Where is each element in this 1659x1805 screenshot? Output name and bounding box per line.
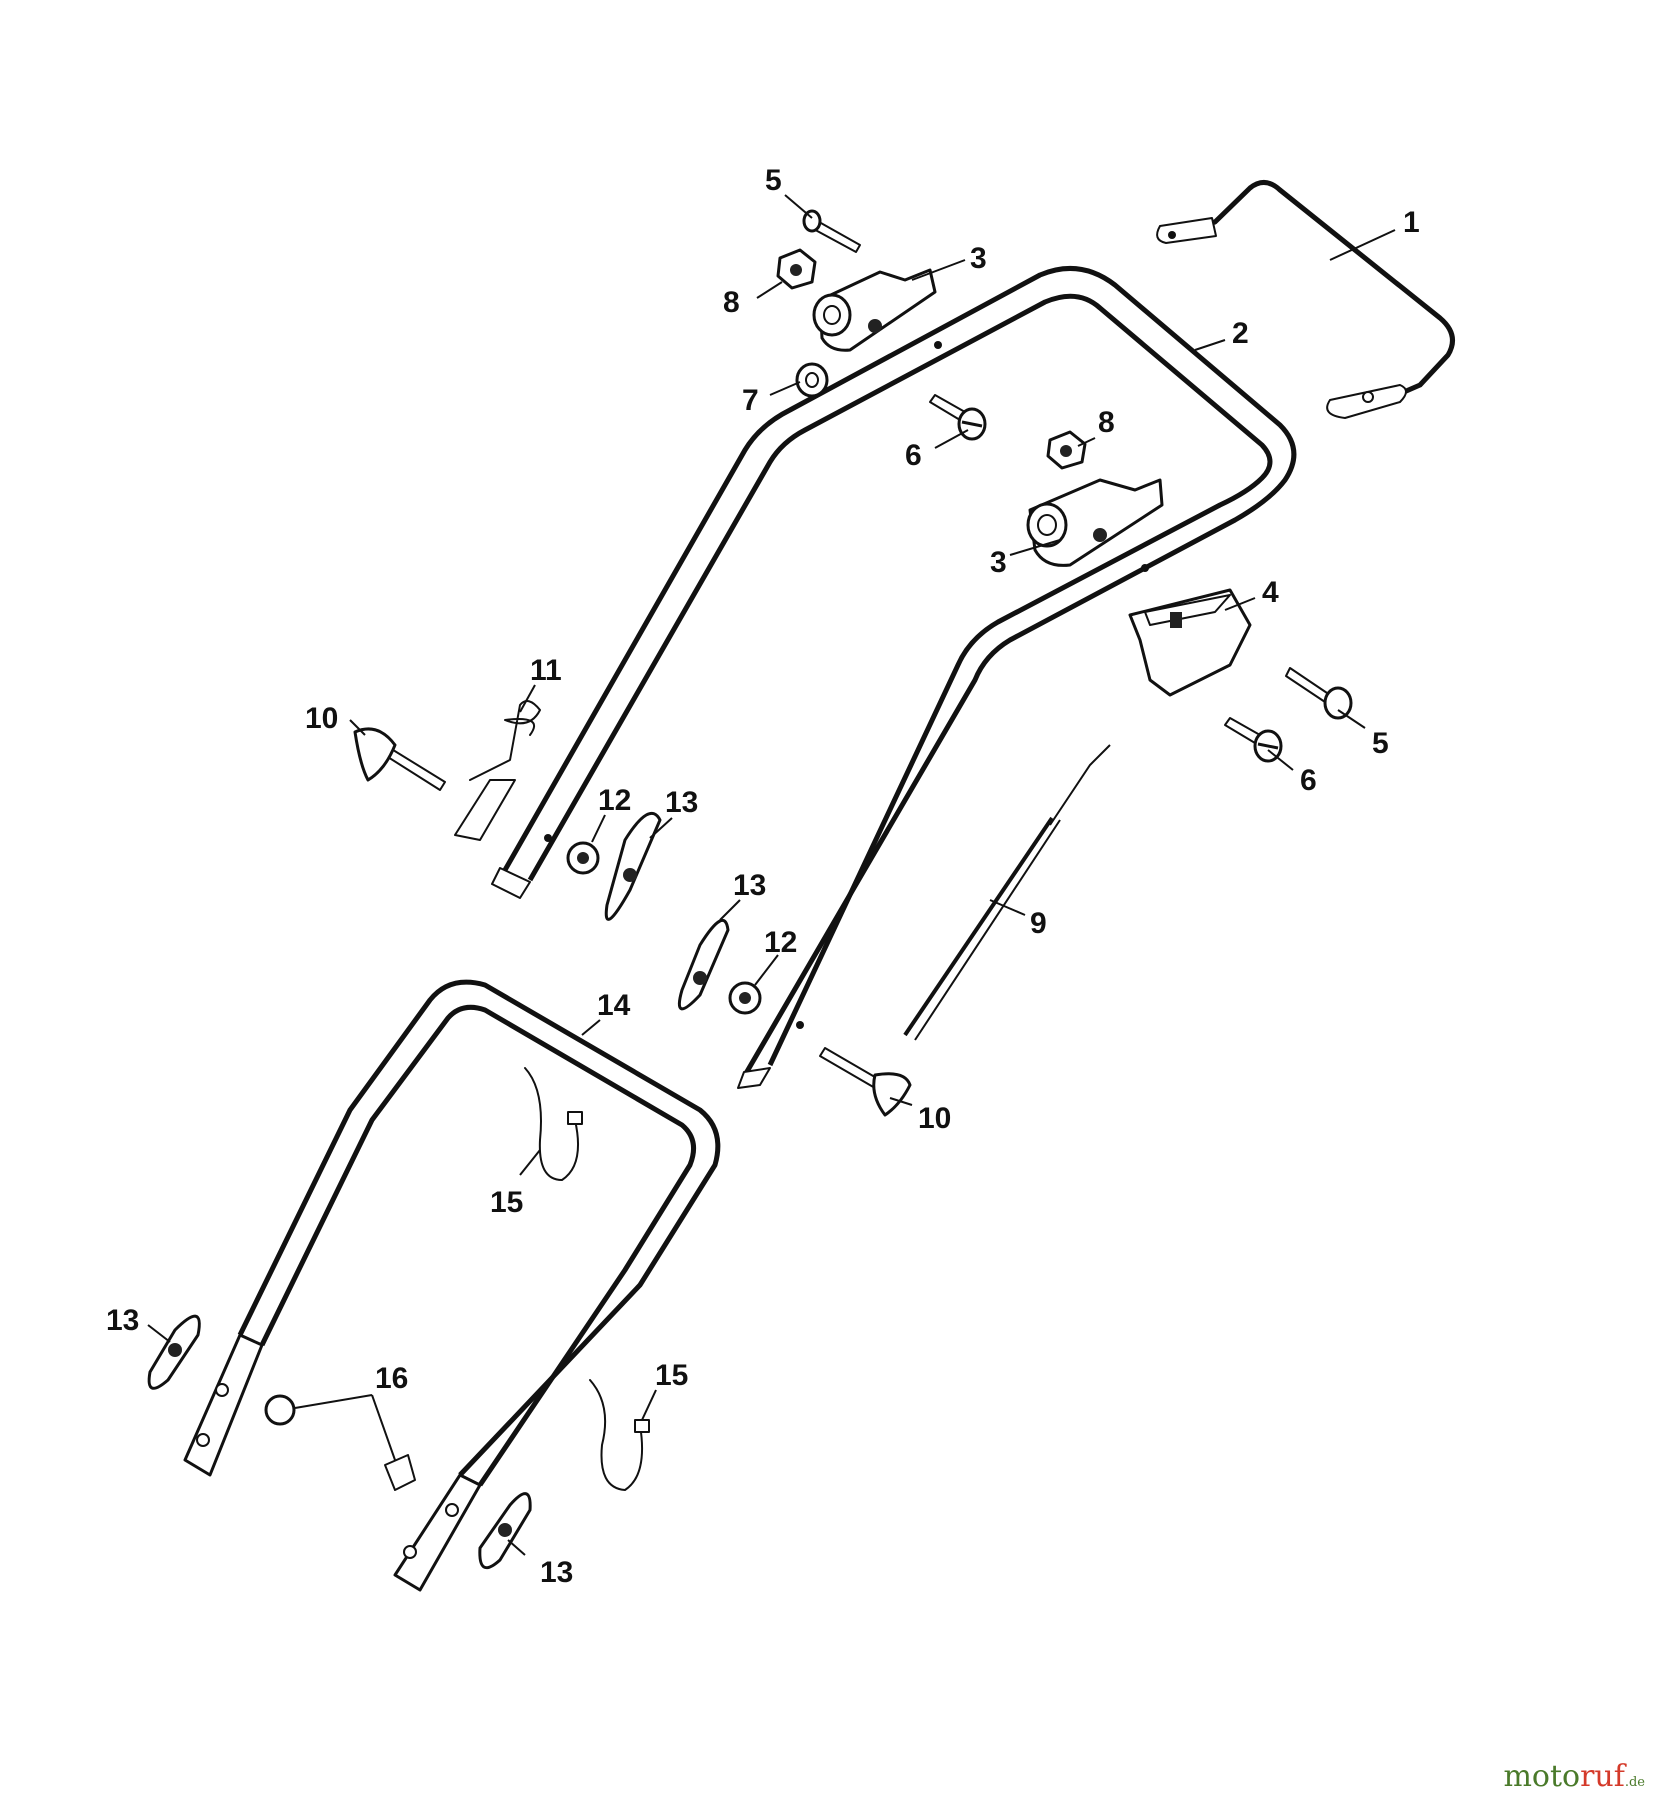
motoruf-watermark-logo: motoruf.de — [1503, 1759, 1645, 1794]
callout-4: 4 — [1262, 576, 1279, 609]
callout-3-lower: 3 — [990, 546, 1007, 579]
watermark-text-part1: moto — [1503, 1759, 1581, 1794]
pin-lower — [1285, 667, 1353, 720]
callout-15-lower: 15 — [655, 1359, 688, 1392]
screw-lower — [1224, 717, 1283, 763]
callout-labels: 1 2 3 3 4 5 5 6 6 7 8 8 9 10 10 11 12 12… — [106, 164, 1420, 1589]
callout-5-upper: 5 — [765, 164, 782, 197]
cable-clip-upper — [524, 1067, 583, 1181]
adjustment-knob — [264, 1394, 416, 1491]
callout-2: 2 — [1232, 317, 1249, 350]
wing-nut-4 — [478, 1492, 532, 1570]
callout-1: 1 — [1403, 206, 1420, 239]
upper-handle-bar — [491, 265, 1297, 1089]
callout-16: 16 — [375, 1362, 408, 1395]
spacer — [795, 362, 829, 398]
callout-3-upper: 3 — [970, 242, 987, 275]
callout-13-d: 13 — [540, 1556, 573, 1589]
callout-7: 7 — [742, 384, 759, 417]
cable-clip-lower — [589, 1379, 650, 1491]
wing-nut-1 — [604, 811, 662, 921]
screw-upper — [929, 394, 987, 441]
callout-8-lower: 8 — [1098, 406, 1115, 439]
hinge-clamp-lower — [1026, 478, 1164, 567]
bowden-cable — [903, 744, 1111, 1041]
callout-11: 11 — [530, 654, 562, 687]
spring-clip — [454, 700, 541, 841]
wing-nut-2 — [677, 918, 730, 1011]
callout-12-lower: 12 — [764, 926, 797, 959]
nut-upper — [776, 248, 817, 290]
callout-13-c: 13 — [106, 1304, 139, 1337]
callout-13-b: 13 — [733, 869, 766, 902]
washer-lower — [728, 981, 762, 1015]
callout-12-upper: 12 — [598, 784, 631, 817]
pin-upper — [802, 209, 861, 253]
callout-10-right: 10 — [918, 1102, 951, 1135]
callout-10-left: 10 — [305, 702, 338, 735]
carriage-bolt-left — [353, 727, 446, 791]
callout-6-lower: 6 — [1300, 764, 1317, 797]
callout-13-a: 13 — [665, 786, 698, 819]
callout-5-lower: 5 — [1372, 727, 1389, 760]
callout-15-upper: 15 — [490, 1186, 523, 1219]
nut-lower — [1046, 430, 1087, 470]
callout-14: 14 — [597, 989, 631, 1022]
control-bail — [1156, 180, 1455, 419]
washer-upper — [566, 841, 600, 875]
cable-holder — [1128, 588, 1252, 697]
watermark-text-part3: .de — [1624, 1775, 1645, 1790]
callout-6-upper: 6 — [905, 439, 922, 472]
lower-handle-bar — [183, 979, 721, 1592]
wing-nut-3 — [147, 1314, 201, 1390]
hinge-clamp-upper — [812, 268, 937, 352]
watermark-text-part2: ruf — [1580, 1759, 1625, 1794]
carriage-bolt-right — [819, 1047, 912, 1117]
leader-lines — [147, 194, 1396, 1556]
callout-8-upper: 8 — [723, 286, 740, 319]
callout-9: 9 — [1030, 907, 1047, 940]
